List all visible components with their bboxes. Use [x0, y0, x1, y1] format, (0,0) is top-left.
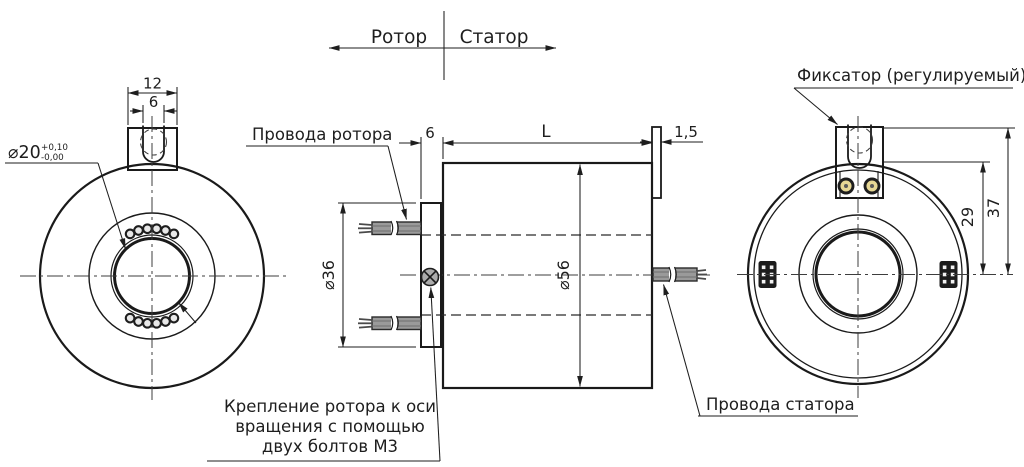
- fixator-phantom-circle: [845, 126, 874, 154]
- contact-dots-top: [124, 223, 180, 240]
- fixator-bracket: [835, 124, 884, 199]
- dim-6-slot-text: 6: [149, 93, 159, 111]
- rotor-label: Ротор: [371, 27, 427, 48]
- bore-dia-text: ⌀20: [8, 143, 41, 163]
- contact-dot: [168, 312, 180, 324]
- contact-dot: [124, 312, 136, 324]
- dimension-slot-depth: 29: [884, 161, 990, 275]
- rotor-tab-slot: [142, 125, 165, 163]
- fixator-label: Фиксатор (регулируемый): [797, 66, 1024, 85]
- bore-tol-lower: -0,00: [41, 153, 64, 163]
- dim-L-text: L: [541, 122, 551, 141]
- bore-tol-upper: +0,10: [41, 143, 68, 153]
- contact-dot: [160, 316, 171, 327]
- fixator-screw-left: [837, 177, 855, 195]
- fixator-callout: Фиксатор (регулируемый): [793, 66, 1024, 125]
- dim-12-text: 12: [143, 75, 162, 93]
- fixator-screw-right: [863, 177, 881, 195]
- dimension-tab-height: 37: [884, 127, 1015, 275]
- rotor-mount-note: Крепление ротора к оси вращения с помощь…: [207, 287, 441, 462]
- contact-dot: [124, 228, 136, 240]
- left-end-view: 12 6 ⌀20 +0,10 -0,00: [5, 75, 286, 400]
- dimension-body-length: L: [442, 122, 653, 146]
- bore-diameter-callout: ⌀20 +0,10 -0,00: [5, 143, 197, 324]
- dimension-plate-thickness: 1,5: [640, 123, 703, 145]
- contact-dot: [168, 228, 180, 240]
- dimension-slot-width: 6: [130, 93, 177, 123]
- mount-note-line1: Крепление ротора к оси: [224, 397, 436, 416]
- dimension-tab-width: 12: [127, 75, 178, 125]
- contact-dot: [133, 316, 144, 327]
- stator-wires-label: Провода статора: [706, 395, 855, 414]
- rotor-wires-label: Провода ротора: [252, 125, 392, 144]
- side-view: 6 L 1,5 ⌀36 ⌀56 Провода ротора: [207, 122, 858, 462]
- fixator-slot: [847, 124, 872, 169]
- rotor-wires-top: [358, 220, 422, 236]
- shaft-phantom-circle: [139, 128, 168, 156]
- contact-dots-bottom: [124, 312, 180, 329]
- dimension-flange-diameter: ⌀36: [319, 202, 416, 348]
- dim-6-flange-text: 6: [425, 124, 435, 142]
- dim-d56-text: ⌀56: [554, 260, 573, 290]
- contact-dot: [133, 225, 144, 236]
- rotor-wires-bottom: [358, 315, 422, 331]
- contact-dot: [142, 223, 153, 235]
- rotor-wires-callout: Провода ротора: [246, 125, 408, 220]
- contact-dot: [151, 317, 162, 329]
- dim-29-text: 29: [958, 207, 977, 227]
- dim-1-5-text: 1,5: [674, 123, 698, 141]
- contact-dot: [151, 223, 162, 235]
- bore-circle: [113, 237, 191, 315]
- mount-note-line2: вращения с помощью: [235, 417, 425, 436]
- mount-bolt: [420, 267, 440, 287]
- dimension-flange-width: 6: [399, 124, 444, 199]
- fixator-plate-edge: [651, 126, 662, 199]
- right-end-view: 29 37 Фиксатор (регулируемый): [737, 66, 1024, 398]
- dim-37-text: 37: [984, 198, 1003, 218]
- mount-note-line3: двух болтов М3: [262, 437, 398, 456]
- dim-d36-text: ⌀36: [319, 260, 338, 290]
- dimension-body-diameter: ⌀56: [554, 164, 583, 387]
- rotor-stator-header: Ротор Статор: [328, 11, 557, 80]
- contact-dot: [142, 317, 153, 329]
- contact-dot: [160, 225, 171, 236]
- stator-label: Статор: [460, 27, 529, 48]
- stator-wires: [652, 266, 707, 283]
- stator-wires-callout: Провода статора: [662, 284, 858, 417]
